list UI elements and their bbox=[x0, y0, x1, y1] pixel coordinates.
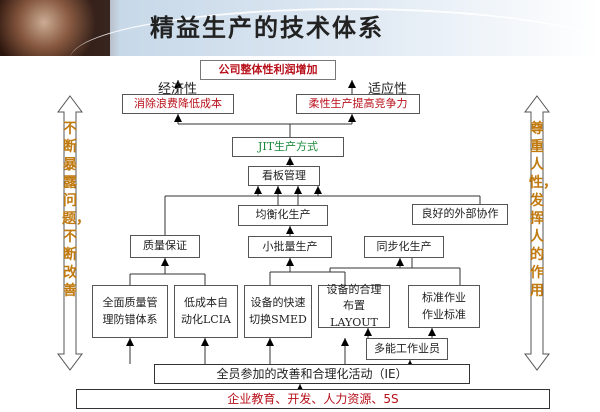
foundation1-box: 全员参加的改善和合理化活动（IE） bbox=[154, 364, 470, 384]
multi-text: 多能工作业员 bbox=[374, 341, 440, 355]
sync-text: 同步化生产 bbox=[376, 239, 432, 253]
header-banner: 精益生产的技术体系 bbox=[0, 0, 600, 56]
smallbatch-box: 小批量生产 bbox=[248, 236, 332, 258]
layout-box: 设备的合理布置LAYOUT bbox=[318, 283, 390, 329]
std-box: 标准作业作业标准 bbox=[408, 285, 480, 328]
flex-box: 柔性生产提高竞争力 bbox=[296, 94, 420, 114]
side-left-text: 不断暴露问题，不断改善 bbox=[62, 121, 90, 299]
kanban-box: 看板管理 bbox=[248, 166, 320, 186]
cost-text: 消除浪费降低成本 bbox=[134, 96, 222, 110]
quality-text: 质量保证 bbox=[143, 239, 187, 253]
header-arc bbox=[70, 8, 600, 110]
left-double-arrow bbox=[57, 95, 83, 371]
balanced-text: 均衡化生产 bbox=[255, 208, 311, 222]
tqm-text: 全面质量管理防错体系 bbox=[102, 296, 158, 326]
kanban-text: 看板管理 bbox=[262, 168, 306, 182]
label-adaptability: 适应性 bbox=[368, 82, 408, 97]
page-title: 精益生产的技术体系 bbox=[150, 14, 384, 42]
sync-box: 同步化生产 bbox=[364, 236, 444, 258]
external-text: 良好的外部协作 bbox=[421, 207, 499, 221]
top-goal-text: 公司整体性利润增加 bbox=[218, 62, 318, 76]
label-economy: 经济性 bbox=[158, 82, 198, 97]
lcia-box: 低成本自动化LCIA bbox=[174, 285, 238, 338]
balanced-box: 均衡化生产 bbox=[238, 205, 328, 226]
multi-box: 多能工作业员 bbox=[366, 338, 448, 360]
cost-box: 消除浪费降低成本 bbox=[122, 94, 234, 114]
foundation2-box: 企业教育、开发、人力资源、5S bbox=[76, 389, 550, 409]
layout-text: 设备的合理布置LAYOUT bbox=[326, 282, 382, 329]
lcia-text: 低成本自动化LCIA bbox=[180, 296, 231, 326]
jit-box: JIT生产方式 bbox=[232, 137, 344, 157]
right-double-arrow bbox=[524, 95, 550, 371]
side-right-text: 尊重人性，发挥人的作用 bbox=[529, 121, 557, 299]
flex-text: 柔性生产提高竞争力 bbox=[308, 96, 408, 110]
smed-text: 设备的快速切换SMED bbox=[249, 296, 307, 326]
tqm-box: 全面质量管理防错体系 bbox=[92, 285, 168, 338]
foundation1-text: 全员参加的改善和合理化活动（IE） bbox=[216, 367, 408, 381]
quality-box: 质量保证 bbox=[130, 235, 200, 258]
foundation2-text: 企业教育、开发、人力资源、5S bbox=[227, 392, 399, 406]
top-goal-box: 公司整体性利润增加 bbox=[200, 60, 336, 80]
external-box: 良好的外部协作 bbox=[412, 204, 508, 225]
jit-text: JIT生产方式 bbox=[257, 139, 319, 153]
smed-box: 设备的快速切换SMED bbox=[244, 285, 312, 338]
std-text: 标准作业作业标准 bbox=[422, 291, 466, 321]
smallbatch-text: 小批量生产 bbox=[262, 239, 318, 253]
